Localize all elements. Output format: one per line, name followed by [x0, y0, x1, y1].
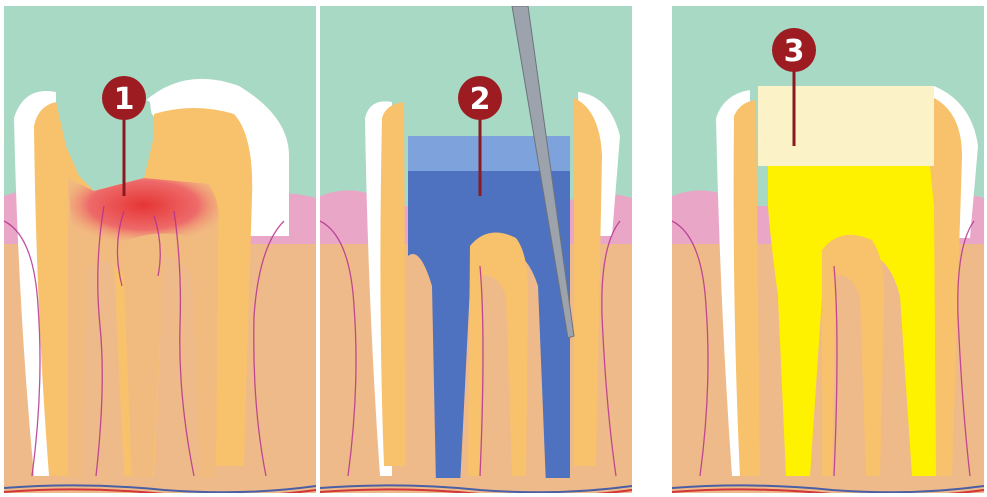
step-number: 2 [470, 82, 491, 117]
panel-step-2: 2 [320, 6, 632, 493]
dentin-left [380, 102, 406, 466]
step-number: 1 [114, 82, 135, 117]
step-number: 3 [784, 34, 805, 69]
panel-step-3: 3 [672, 6, 984, 493]
crown-filling [758, 86, 934, 166]
panel-step-1: 1 [4, 6, 316, 493]
